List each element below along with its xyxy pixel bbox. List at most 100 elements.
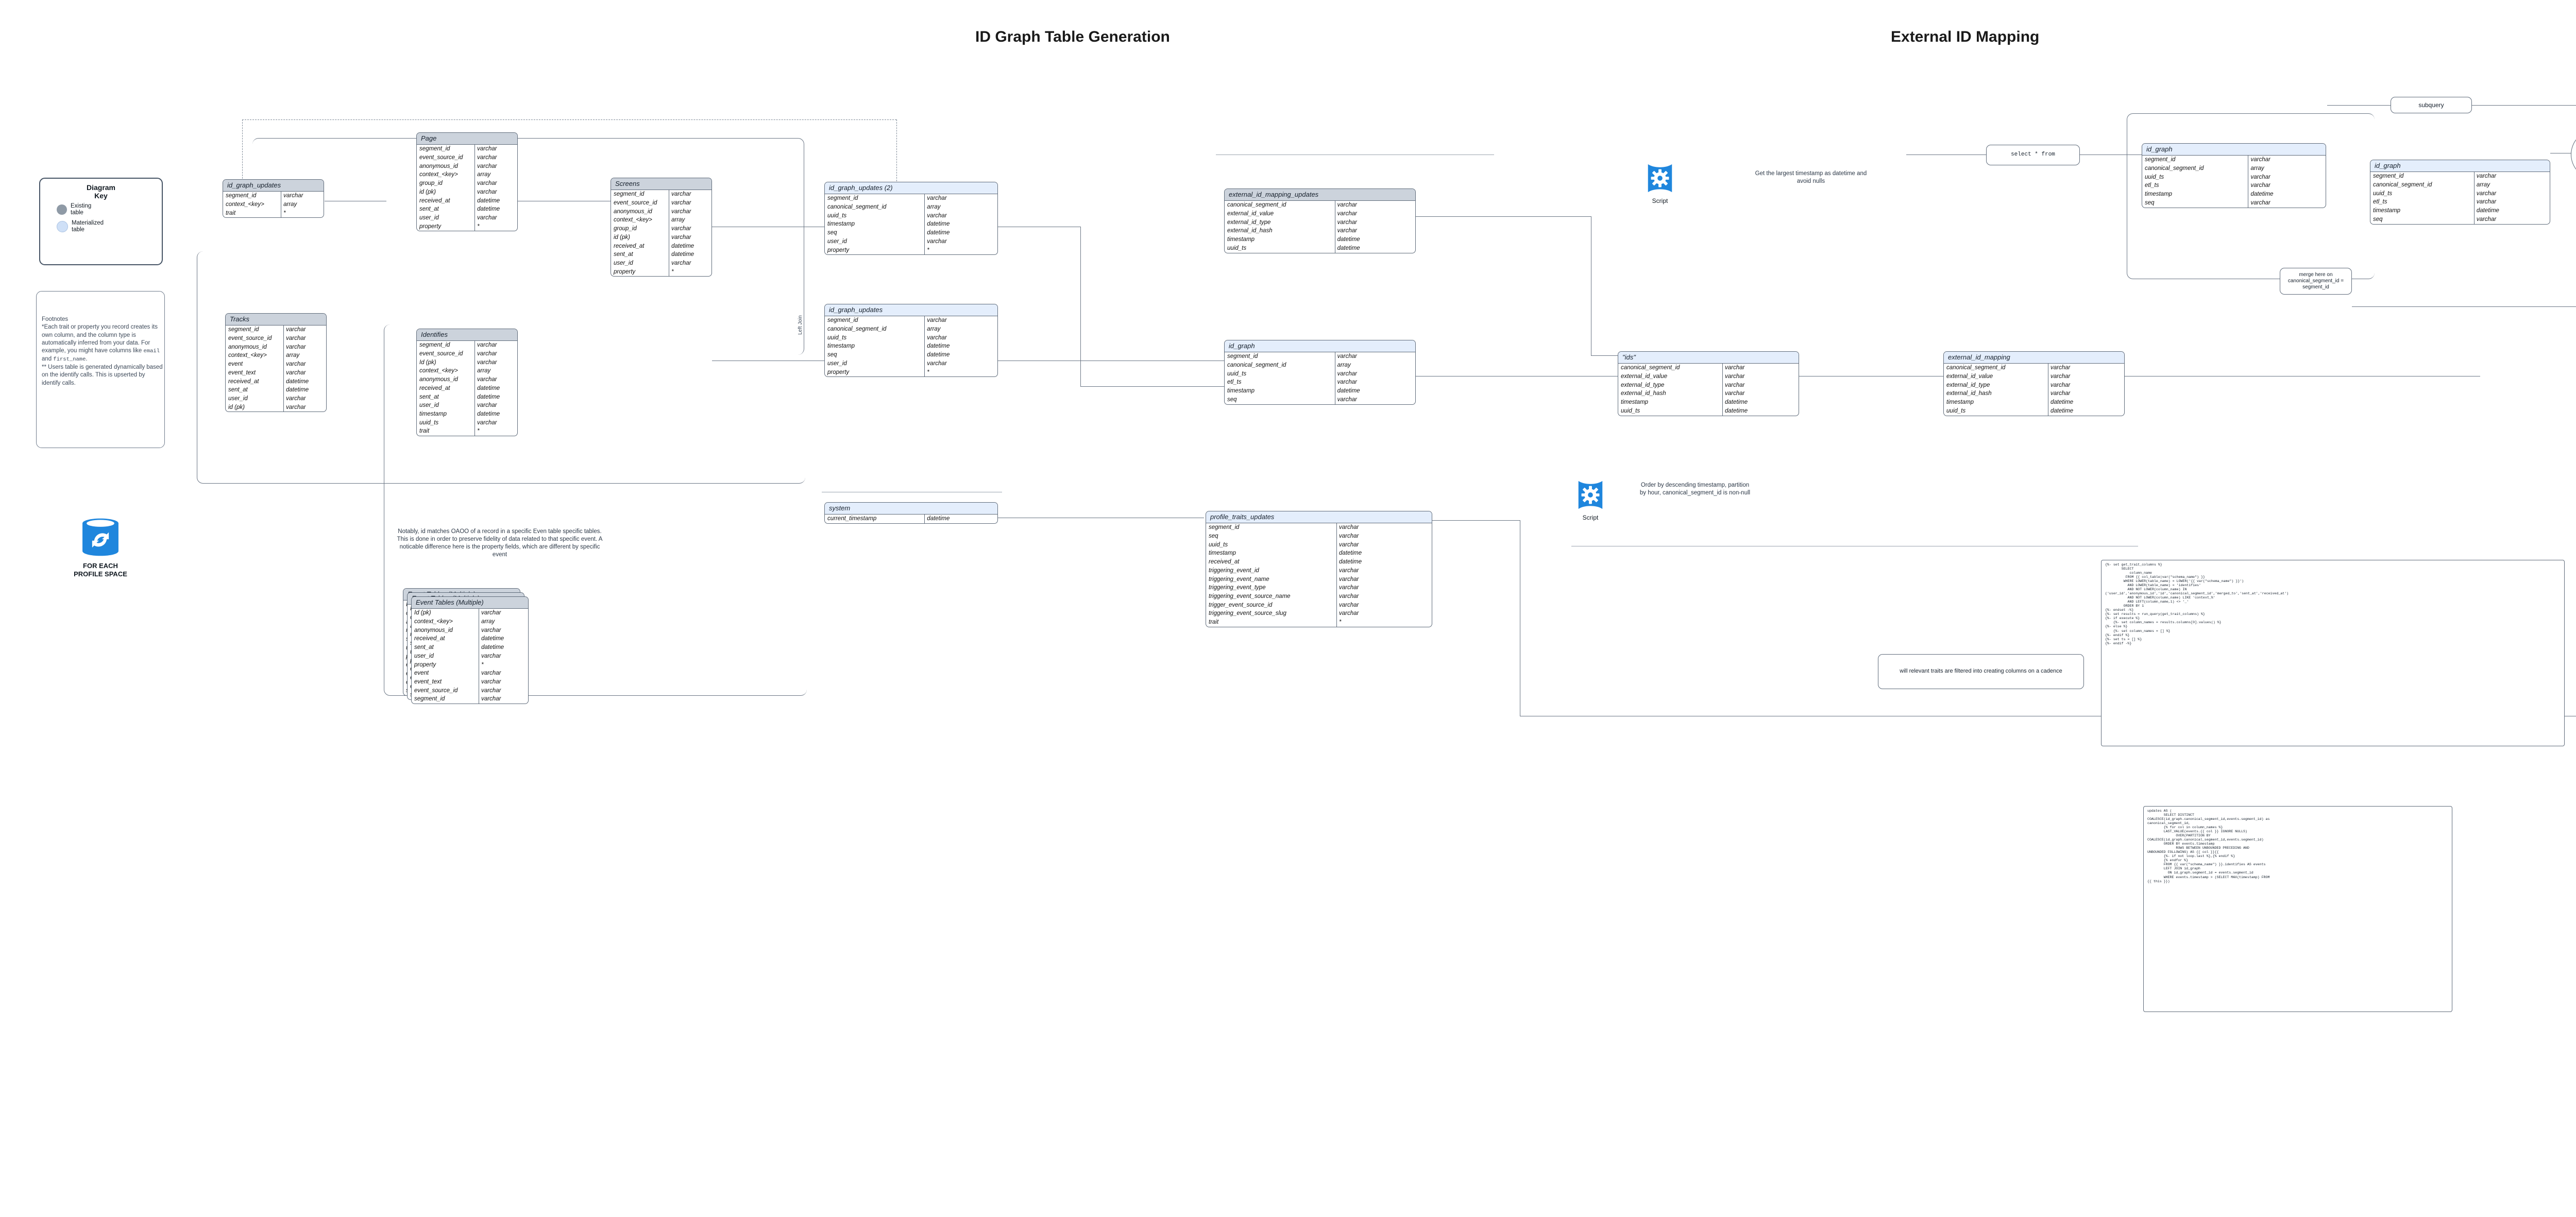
er-table-row: context_<key>array xyxy=(417,367,517,376)
er-column-name: external_id_type xyxy=(1225,218,1335,227)
er-column-type: datetime xyxy=(2050,399,2074,406)
connector-round-c xyxy=(384,324,807,696)
connector-h-16 xyxy=(2327,105,2391,106)
er-column-name: property xyxy=(825,246,925,255)
er-column-name: external_id_value xyxy=(1618,372,1723,381)
key-row-materialized: Materialized table xyxy=(57,220,162,233)
er-column-name: event_source_id xyxy=(417,153,476,162)
er-table-row: property* xyxy=(825,368,997,377)
script-icon-wrap-2: Script xyxy=(1571,479,1609,521)
op-merge-here-note[interactable]: merge here on canonical_segment_id = seg… xyxy=(2280,268,2352,295)
er-table-title: Tracks xyxy=(226,314,326,326)
er-column-name: Id (pk) xyxy=(412,609,480,618)
er-column-name: user_id xyxy=(825,359,925,368)
er-table-row: trait* xyxy=(417,427,517,436)
er-column-type: datetime xyxy=(671,251,694,258)
er-column-type: datetime xyxy=(477,411,500,417)
er-column-name: received_at xyxy=(226,377,284,386)
er-column-name: external_id_value xyxy=(1225,209,1335,218)
er-column-name: event_source_id xyxy=(611,198,670,208)
er-column-type: datetime xyxy=(2050,407,2074,414)
er-column-name: id (pk) xyxy=(417,187,476,197)
er-column-type: varchar xyxy=(477,359,497,366)
er-column-name: uuid_ts xyxy=(825,333,925,342)
er-column-type: varchar xyxy=(286,396,306,402)
footnotes-heading: Footnotes xyxy=(42,316,69,322)
er-column-name: seq xyxy=(2370,215,2475,224)
er-table-row: property* xyxy=(417,222,517,231)
er-column-name: context_<key> xyxy=(412,617,480,626)
code-note-traits-cadence[interactable]: will relevant traits are filtered into c… xyxy=(1878,654,2084,689)
er-table-title: profile_traits_updates xyxy=(1206,511,1432,524)
code-block-trait-columns: {%- set get_trait_columns %} SELECT colu… xyxy=(2101,560,2565,746)
er-table-row: trait* xyxy=(1206,618,1432,627)
er-column-type: array xyxy=(283,201,297,208)
er-column-name: anonymous_id xyxy=(226,342,284,352)
er-column-type: varchar xyxy=(477,180,497,187)
er-column-name: triggering_event_name xyxy=(1206,575,1337,584)
er-column-type: varchar xyxy=(481,610,501,616)
er-column-name: triggering_event_source_slug xyxy=(1206,609,1337,619)
er-column-name: uuid_ts xyxy=(1225,369,1335,379)
er-column-name: context_<key> xyxy=(223,200,282,209)
er-column-type: datetime xyxy=(927,343,950,350)
op-union[interactable]: Union xyxy=(2571,130,2576,179)
er-column-type: datetime xyxy=(286,378,309,385)
key-row-existing: Existing table xyxy=(57,203,162,216)
er-column-type: varchar xyxy=(477,376,497,383)
er-column-type: datetime xyxy=(1337,245,1360,251)
er-table-row: property* xyxy=(611,267,711,277)
er-column-name: seq xyxy=(1206,532,1337,541)
er-column-name: canonical_segment_id xyxy=(825,324,925,334)
op-subquery[interactable]: subquery xyxy=(2391,97,2472,113)
er-column-type: varchar xyxy=(2250,182,2270,189)
er-column-type: array xyxy=(286,352,300,359)
er-column-name: property xyxy=(611,267,670,277)
er-column-type: varchar xyxy=(477,342,497,349)
er-column-name: segment_id xyxy=(825,194,925,203)
er-column-type: varchar xyxy=(477,402,497,409)
er-column-name: segment_id xyxy=(2370,172,2475,181)
er-table-title: id_graph_updates xyxy=(223,180,324,192)
er-column-name: external_id_hash xyxy=(1618,389,1723,399)
op-select-star-from[interactable]: select * from xyxy=(1986,145,2080,165)
